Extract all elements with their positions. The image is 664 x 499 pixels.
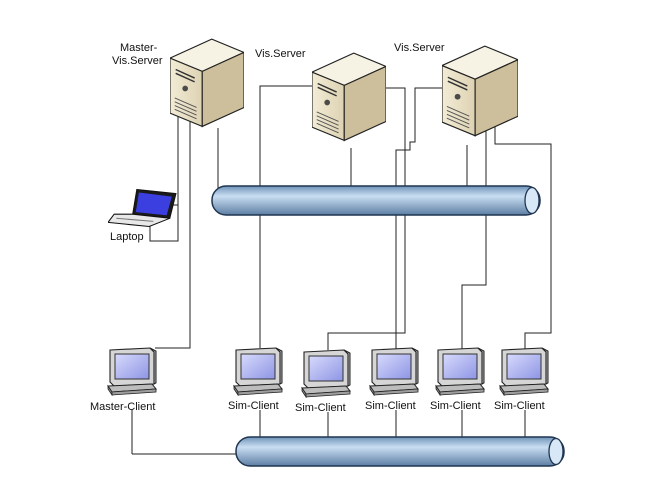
laptop-label: Laptop [110,231,144,243]
sim-client-2-label: Sim-Client [295,402,346,414]
sim-client-5-monitor-icon [499,347,549,396]
master-client-label: Master-Client [90,401,155,413]
cables [131,85,552,455]
cable-laptop-loop [149,205,179,242]
vis-server-2-icon [442,45,518,137]
sim-client-3-label: Sim-Client [365,400,416,412]
vis-server-2-label: Vis.Server [394,42,445,54]
sim-client-3-monitor-icon [369,347,419,396]
sim-client-1-label: Sim-Client [228,400,279,412]
lower-backbone-bus [235,436,565,467]
laptop-icon [108,188,177,228]
master-server-label-line2: Vis.Server [112,55,163,67]
sim-client-4-label: Sim-Client [430,400,481,412]
vis-server-1-label: Vis.Server [255,48,306,60]
cable-master-server-master-client [155,90,191,349]
vis-server-1-icon [312,52,386,142]
master-server-label-line1: Master- [120,42,158,54]
sim-client-2-monitor-icon [301,349,351,398]
master-vis-server-icon [170,38,244,128]
cable-vis1-simclient2 [327,87,406,350]
sim-client-5-label: Sim-Client [494,400,545,412]
cable-vis1-simclient1 [259,85,312,348]
master-client-monitor-icon [107,347,157,396]
cable-vis2-simclient3 [395,87,458,350]
upper-backbone-bus [211,185,541,216]
sim-client-1-monitor-icon [233,347,283,396]
sim-client-4-monitor-icon [435,347,485,396]
